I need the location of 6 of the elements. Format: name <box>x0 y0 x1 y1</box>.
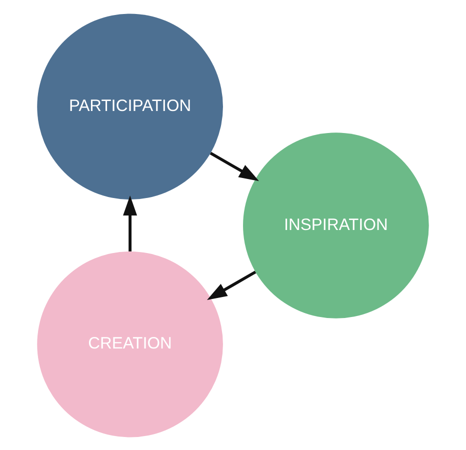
node-circle: INSPIRATION <box>243 132 429 318</box>
node-circle: PARTICIPATION <box>37 13 223 200</box>
arrow <box>123 194 138 251</box>
arrow <box>206 270 256 300</box>
arrow <box>210 151 260 181</box>
node-circle: CREATION <box>37 250 223 437</box>
